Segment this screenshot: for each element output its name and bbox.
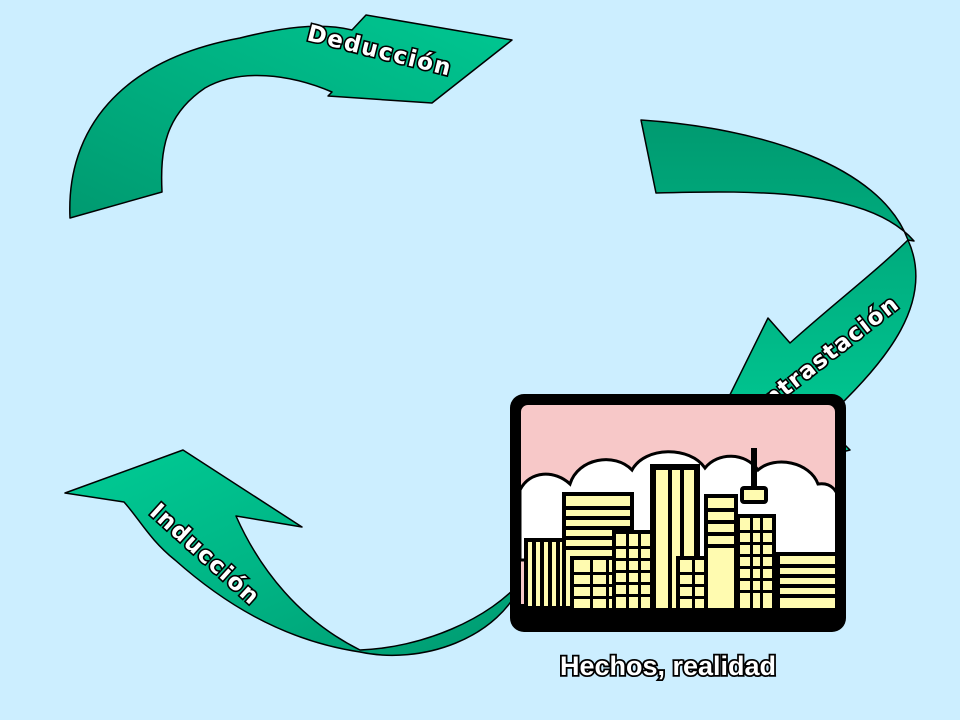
node-label: Hechos, realidad xyxy=(560,651,776,681)
city-skyline-icon xyxy=(510,394,846,632)
induccion-arrow: Inducción xyxy=(64,449,525,656)
deduccion-arrow: Deducción xyxy=(69,14,513,219)
